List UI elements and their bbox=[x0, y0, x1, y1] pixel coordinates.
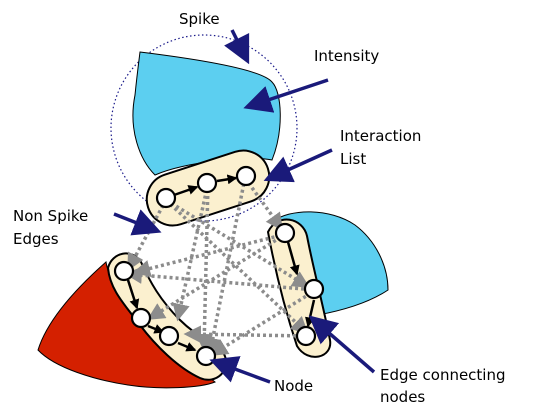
interaction-list-label-line1: Interaction bbox=[340, 126, 421, 146]
node bbox=[157, 189, 175, 207]
node bbox=[197, 347, 215, 365]
non-spike-edges-label-line1: Non Spike bbox=[13, 206, 88, 226]
edge-connecting-nodes-label-line1: Edge connecting bbox=[380, 365, 506, 385]
node bbox=[305, 280, 323, 298]
spike-arrow bbox=[232, 30, 246, 58]
non-spike-edges-label-line2: Edges bbox=[13, 229, 59, 249]
spike-label: Spike bbox=[179, 9, 220, 29]
intensity-label: Intensity bbox=[314, 46, 379, 66]
non-spike-edge bbox=[136, 234, 286, 272]
node bbox=[132, 309, 150, 327]
node-label: Node bbox=[274, 376, 313, 396]
node bbox=[198, 174, 216, 192]
edge-connecting-nodes-label-line2: nodes bbox=[380, 387, 425, 407]
interaction-list-arrow bbox=[270, 150, 332, 178]
interaction-list-label-line2: List bbox=[340, 149, 366, 169]
node bbox=[276, 224, 294, 242]
node bbox=[160, 327, 178, 345]
node bbox=[297, 327, 315, 345]
node bbox=[115, 262, 133, 280]
non-spike-edge bbox=[187, 334, 308, 336]
node bbox=[237, 167, 255, 185]
non-spike-edges-arrow bbox=[114, 214, 155, 230]
